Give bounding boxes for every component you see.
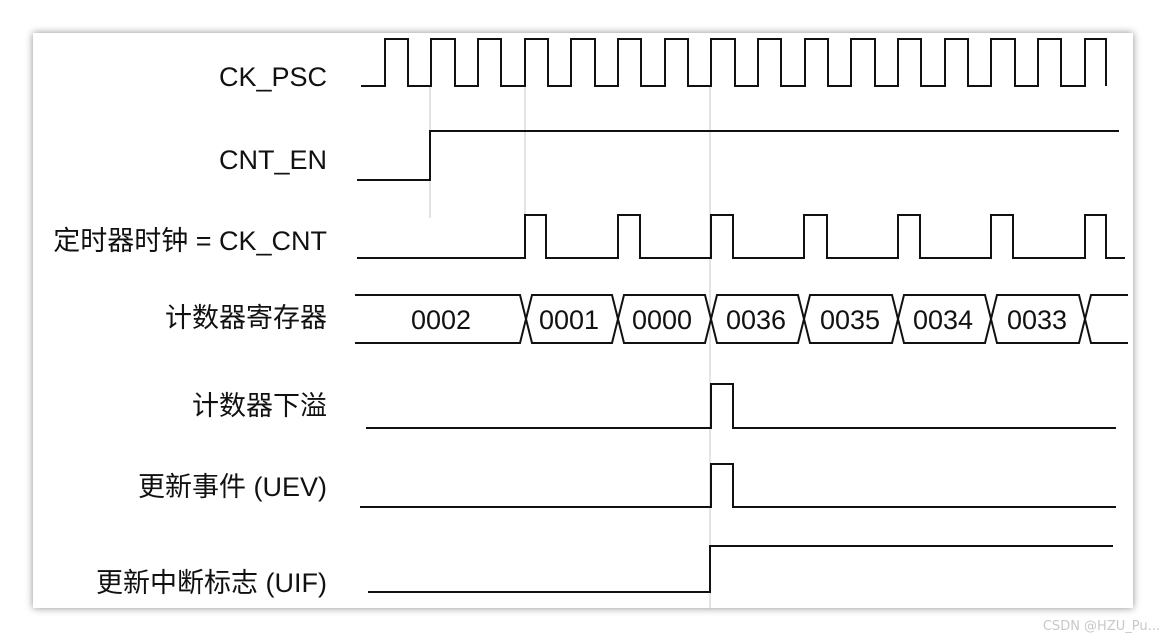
diagram-card <box>33 33 1133 608</box>
label-counter-register: 计数器寄存器 <box>165 303 327 333</box>
counter-values: 0002 0001 0000 0036 0035 0034 0033 <box>411 305 1067 335</box>
watermark: CSDN @HZU_Pu... <box>1043 619 1160 634</box>
label-counter-underflow: 计数器下溢 <box>192 391 327 421</box>
signal-labels: CK_PSC CNT_EN 定时器时钟 = CK_CNT 计数器寄存器 计数器下… <box>53 62 327 598</box>
counter-register-bus <box>355 294 1128 344</box>
wave-ck-cnt <box>357 214 1125 259</box>
bus-segment-tail <box>1083 294 1128 344</box>
waveforms <box>355 38 1128 593</box>
label-ck-cnt: 定时器时钟 = CK_CNT <box>53 226 327 256</box>
counter-value: 0033 <box>1007 305 1067 335</box>
label-update-interrupt-flag: 更新中断标志 (UIF) <box>96 568 327 598</box>
counter-value: 0035 <box>820 305 880 335</box>
wave-update-event <box>360 463 1116 508</box>
wave-update-interrupt-flag <box>368 545 1113 593</box>
counter-value: 0034 <box>913 305 973 335</box>
wave-counter-underflow <box>366 383 1116 429</box>
label-cnt-en: CNT_EN <box>219 145 327 175</box>
wave-ck-psc <box>361 38 1107 87</box>
counter-value: 0001 <box>539 305 599 335</box>
counter-value: 0002 <box>411 305 471 335</box>
counter-value: 0000 <box>632 305 692 335</box>
label-update-event: 更新事件 (UEV) <box>138 472 327 502</box>
counter-value: 0036 <box>726 305 786 335</box>
label-ck-psc: CK_PSC <box>219 62 327 92</box>
wave-cnt-en <box>357 130 1119 181</box>
